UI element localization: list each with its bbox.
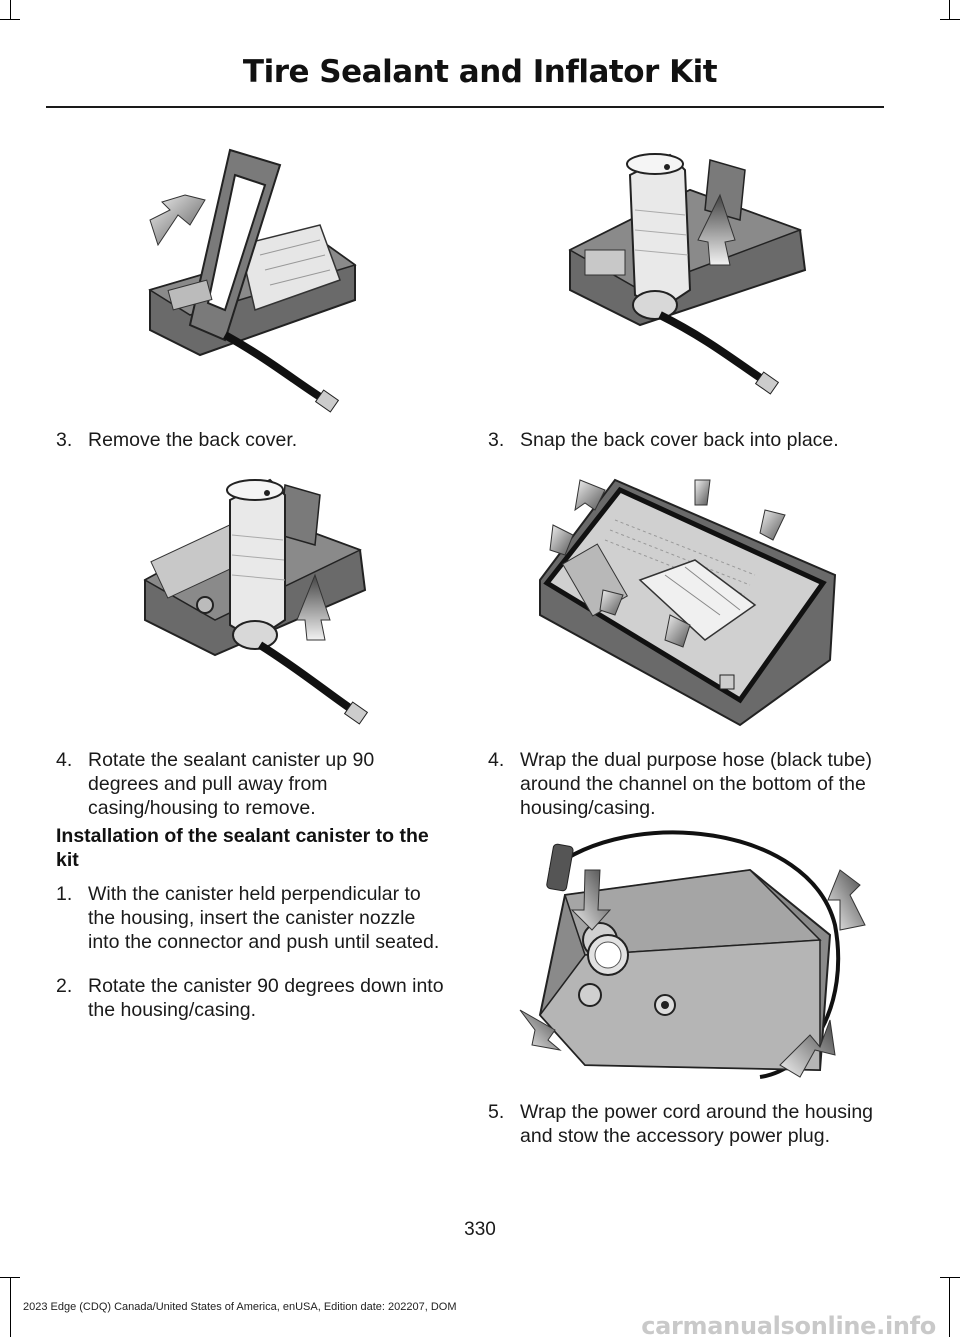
step-text: With the canister held perpendicular to … <box>88 883 440 953</box>
page-number: 330 <box>464 1219 496 1240</box>
step-text: Rotate the sealant canister up 90 degree… <box>88 749 375 819</box>
watermark: carmanualsonline.info <box>641 1312 936 1340</box>
step-text: Rotate the canister 90 degrees down into… <box>88 975 444 1021</box>
step-text: Wrap the dual purpose hose (black tube) … <box>520 749 872 819</box>
footer-edition-info: 2023 Edge (CDQ) Canada/United States of … <box>23 1301 457 1313</box>
step-remove-back-cover: 3. Remove the back cover. <box>56 428 446 452</box>
step-number: 4. <box>56 749 73 771</box>
step-rotate-canister-down: 2. Rotate the canister 90 degrees down i… <box>56 974 446 1022</box>
step-rotate-canister-up: 4. Rotate the sealant canister up 90 deg… <box>56 748 446 820</box>
step-wrap-hose: 4. Wrap the dual purpose hose (black tub… <box>488 748 888 820</box>
figure-back-cover-removal <box>130 140 370 420</box>
step-text: Wrap the power cord around the housing a… <box>520 1101 874 1147</box>
compressor-front-with-cord-icon <box>519 830 866 1079</box>
step-number: 2. <box>56 975 73 997</box>
crop-mark-bottom-right <box>949 1277 950 1337</box>
figure-canister-insert <box>560 150 820 415</box>
step-text: Snap the back cover back into place. <box>520 429 839 451</box>
kit-back-cover-icon <box>539 478 837 727</box>
page-title: Tire Sealant and Inflator Kit <box>242 54 718 90</box>
crop-mark-top-left <box>0 19 20 20</box>
kit-with-cover-tilted-icon <box>148 148 357 413</box>
crop-mark-top-right <box>940 19 960 20</box>
kit-canister-upright-icon <box>143 478 369 725</box>
section-heading: Installation of the sealant canister to … <box>56 825 429 871</box>
step-insert-canister: 1. With the canister held perpendicular … <box>56 882 446 954</box>
step-text: Remove the back cover. <box>88 429 298 451</box>
crop-mark-bottom-left <box>10 1277 11 1337</box>
crop-mark-bottom-left <box>0 1277 20 1278</box>
step-number: 3. <box>488 429 505 451</box>
crop-mark-top-left <box>10 0 11 20</box>
figure-power-cord-wrap <box>510 815 880 1090</box>
kit-canister-upright-icon <box>568 153 807 395</box>
crop-mark-bottom-right <box>940 1277 960 1278</box>
step-number: 1. <box>56 883 73 905</box>
step-wrap-power-cord: 5. Wrap the power cord around the housin… <box>488 1100 888 1148</box>
header-rule <box>46 106 884 108</box>
step-number: 4. <box>488 749 505 771</box>
step-snap-back-cover: 3. Snap the back cover back into place. <box>488 428 888 452</box>
step-number: 5. <box>488 1101 505 1123</box>
figure-canister-rotate-up <box>135 470 375 735</box>
step-number: 3. <box>56 429 73 451</box>
figure-back-cover-snap <box>535 465 845 730</box>
crop-mark-top-right <box>949 0 950 20</box>
